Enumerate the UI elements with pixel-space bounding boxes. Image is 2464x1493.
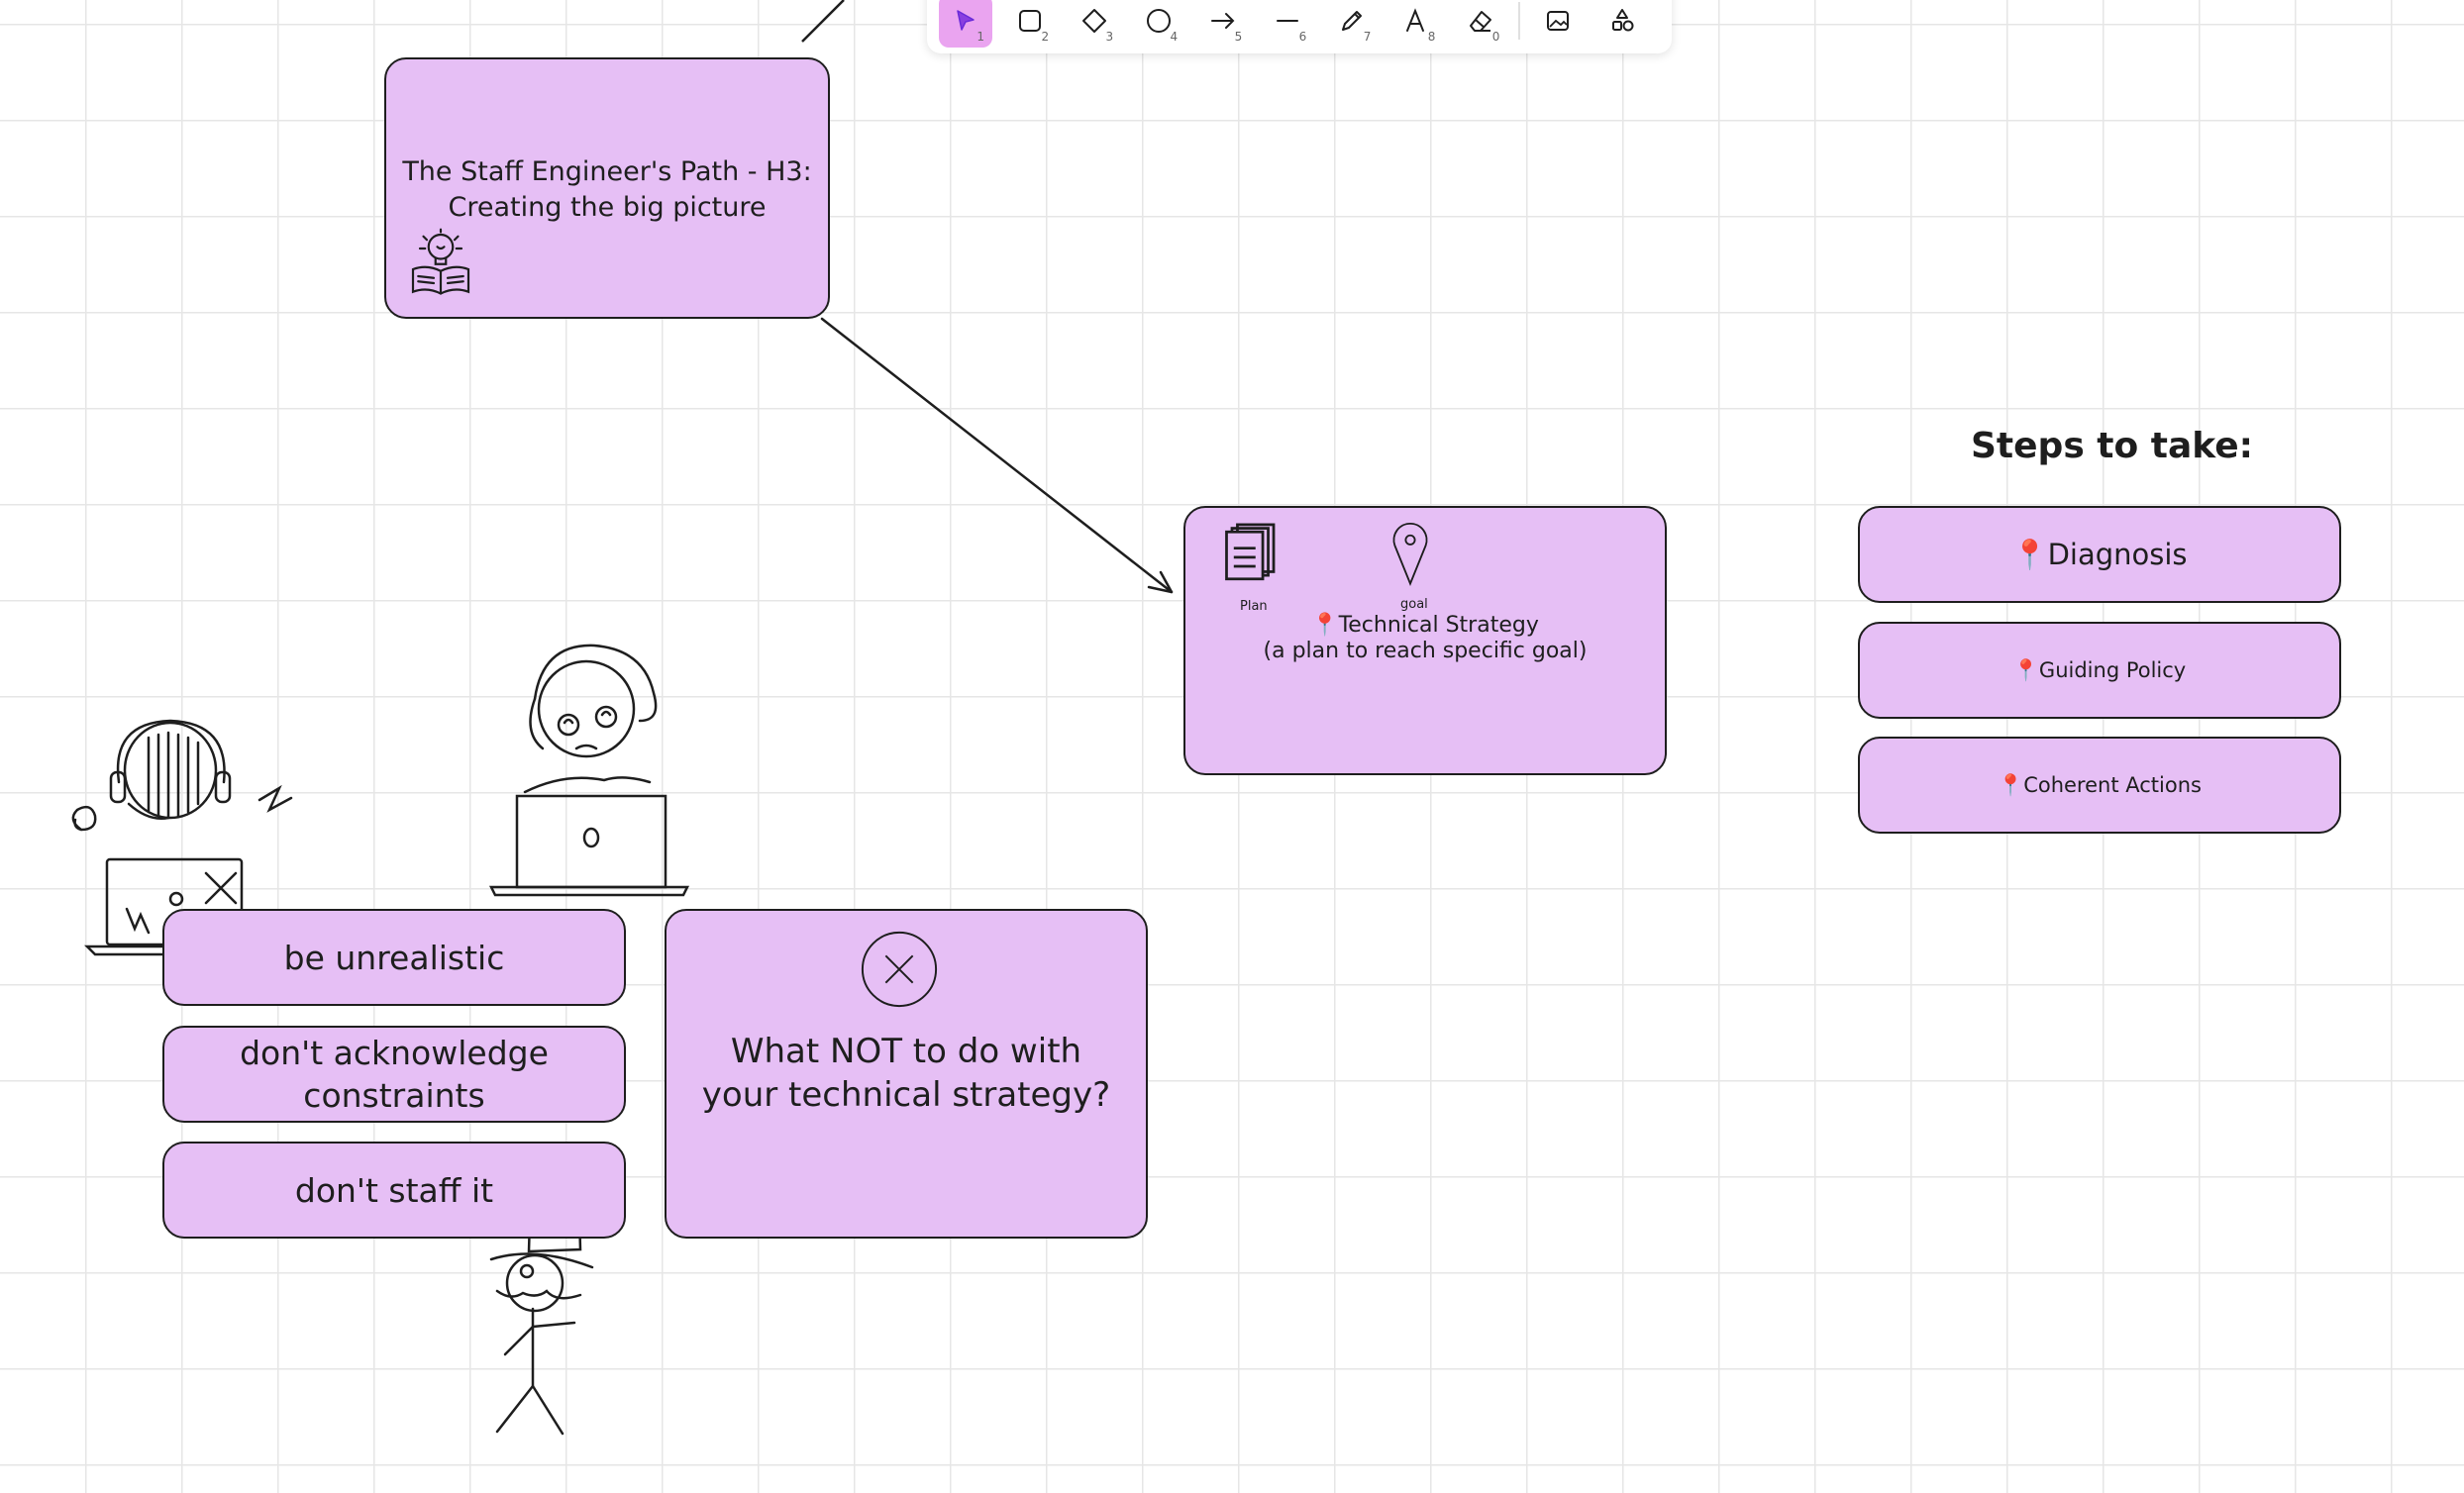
strategy-subtitle: (a plan to reach specific goal) [1263, 639, 1588, 663]
toolbar-divider [1518, 2, 1520, 40]
eraser-icon [1470, 11, 1492, 32]
step-card-coherent-actions[interactable]: 📍Coherent Actions [1858, 737, 2341, 834]
ellipse-tool-button[interactable]: 4 [1132, 0, 1185, 48]
plan-label: Plan [1240, 599, 1268, 614]
goal-label: goal [1400, 597, 1428, 612]
selection-tool-button[interactable]: 1 [939, 0, 993, 48]
location-goal-icon [1392, 523, 1428, 586]
steps-heading[interactable]: Steps to take: [1971, 426, 2254, 466]
arrow-tool-button[interactable]: 5 [1196, 0, 1250, 48]
technical-strategy-card[interactable]: Plan goal 📍Technical Strategy (a plan to… [1183, 506, 1667, 775]
rectangle-icon [1019, 10, 1042, 32]
library-tool-button[interactable] [1595, 0, 1649, 48]
draw-tool-button[interactable]: 7 [1325, 0, 1379, 48]
diamond-icon [1082, 9, 1107, 33]
dont-label: be unrealistic [283, 938, 505, 977]
strategy-title: Technical Strategy [1338, 613, 1539, 638]
drawing-toolbar: 1 2 3 4 5 6 7 8 0 [927, 0, 1672, 53]
shortcut-key: 5 [1234, 30, 1243, 44]
dont-label: don't acknowledge constraints [240, 1034, 549, 1115]
shortcut-key: 2 [1041, 30, 1050, 44]
worried-person-sketch [488, 644, 690, 897]
pointer-icon [957, 10, 975, 31]
shortcut-key: 3 [1105, 30, 1114, 44]
image-tool-button[interactable] [1531, 0, 1585, 48]
line-tool-button[interactable]: 6 [1261, 0, 1314, 48]
shortcut-key: 1 [976, 30, 985, 44]
step-label: Coherent Actions [2023, 772, 2202, 797]
dont-card-unrealistic[interactable]: be unrealistic [162, 909, 626, 1006]
pin-icon: 📍 [1311, 613, 1339, 638]
step-card-diagnosis[interactable]: 📍Diagnosis [1858, 506, 2341, 603]
arrow-title-to-strategy [820, 317, 1174, 594]
step-label: Diagnosis [2047, 537, 2188, 571]
title-card[interactable]: The Staff Engineer's Path - H3: Creating… [384, 57, 830, 319]
line-icon [1277, 20, 1299, 22]
pin-icon: 📍 [1998, 772, 2024, 797]
plan-document-icon [1225, 523, 1276, 581]
text-icon [1406, 8, 1425, 32]
what-not-card[interactable]: What NOT to do with your technical strat… [665, 909, 1148, 1239]
step-card-guiding-policy[interactable]: 📍Guiding Policy [1858, 622, 2341, 719]
title-card-text: The Staff Engineer's Path - H3: Creating… [402, 156, 812, 223]
pencil-icon [1342, 11, 1363, 31]
eraser-tool-button[interactable]: 0 [1454, 0, 1507, 48]
ellipse-icon [1147, 9, 1172, 33]
image-icon [1546, 11, 1569, 31]
x-circle-icon [861, 931, 938, 1008]
text-tool-button[interactable]: 8 [1389, 0, 1443, 48]
shapes-icon [1611, 9, 1634, 32]
shortcut-key: 8 [1427, 30, 1436, 44]
arrow-icon [1211, 13, 1235, 29]
diamond-tool-button[interactable]: 3 [1068, 0, 1121, 48]
step-label: Guiding Policy [2038, 657, 2187, 682]
connector-line-top [801, 0, 845, 43]
shortcut-key: 6 [1298, 30, 1307, 44]
shortcut-key: 4 [1170, 30, 1179, 44]
lightbulb-book-icon [411, 228, 470, 295]
shortcut-key: 0 [1491, 30, 1500, 44]
dont-label: don't staff it [294, 1170, 494, 1210]
dont-card-constraints[interactable]: don't acknowledge constraints [162, 1026, 626, 1123]
pin-icon: 📍 [2012, 657, 2039, 682]
rectangle-tool-button[interactable]: 2 [1003, 0, 1057, 48]
dont-card-staff[interactable]: don't staff it [162, 1142, 626, 1239]
shortcut-key: 7 [1363, 30, 1372, 44]
pin-icon: 📍 [2011, 537, 2048, 571]
what-not-text: What NOT to do with your technical strat… [701, 1032, 1111, 1115]
